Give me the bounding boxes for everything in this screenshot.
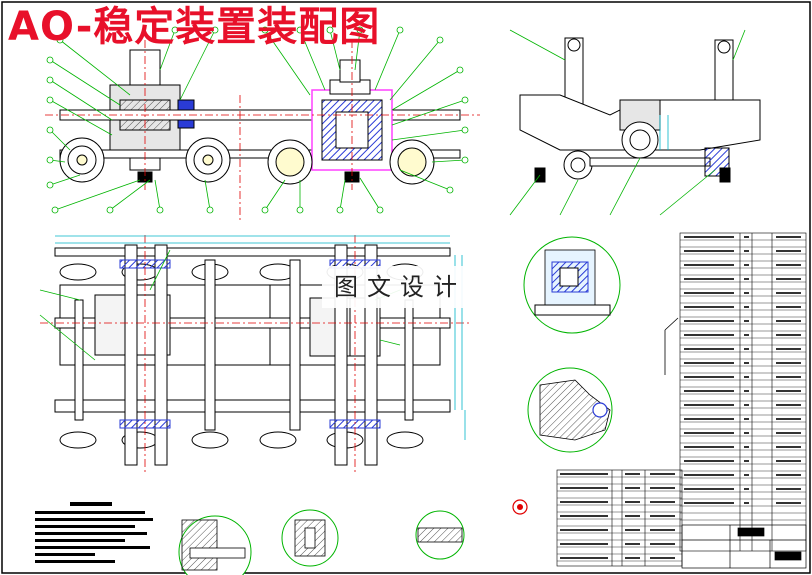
small-part-icon bbox=[512, 499, 528, 515]
side-view-dimensions bbox=[659, 115, 669, 150]
flange-detail-icon bbox=[415, 510, 465, 560]
detail-view-upper bbox=[523, 236, 621, 334]
side-view-leaders bbox=[509, 29, 746, 216]
title-block bbox=[681, 524, 807, 569]
side-view bbox=[519, 37, 761, 183]
front-view bbox=[59, 49, 461, 185]
bom-text-marks bbox=[560, 236, 801, 559]
side-reference-arrow bbox=[664, 317, 679, 375]
front-view-balloons bbox=[46, 26, 469, 214]
bom-rows-right bbox=[680, 239, 806, 521]
drawing-title: AO-稳定装置装配图 bbox=[8, 4, 381, 50]
technical-requirements-block bbox=[35, 502, 153, 563]
bom-table-middle bbox=[556, 469, 683, 567]
bolt-detail-icon bbox=[178, 515, 252, 575]
detail-view-lower bbox=[527, 367, 613, 453]
front-view-leaders bbox=[49, 29, 466, 211]
pin-detail-icon bbox=[281, 509, 339, 567]
front-view-center-lines bbox=[45, 40, 480, 220]
bom-table-right bbox=[679, 232, 807, 552]
plan-view-dimensions bbox=[55, 235, 466, 440]
watermark-label: 图文设计 bbox=[322, 266, 478, 308]
bom-rows-middle bbox=[557, 476, 682, 562]
